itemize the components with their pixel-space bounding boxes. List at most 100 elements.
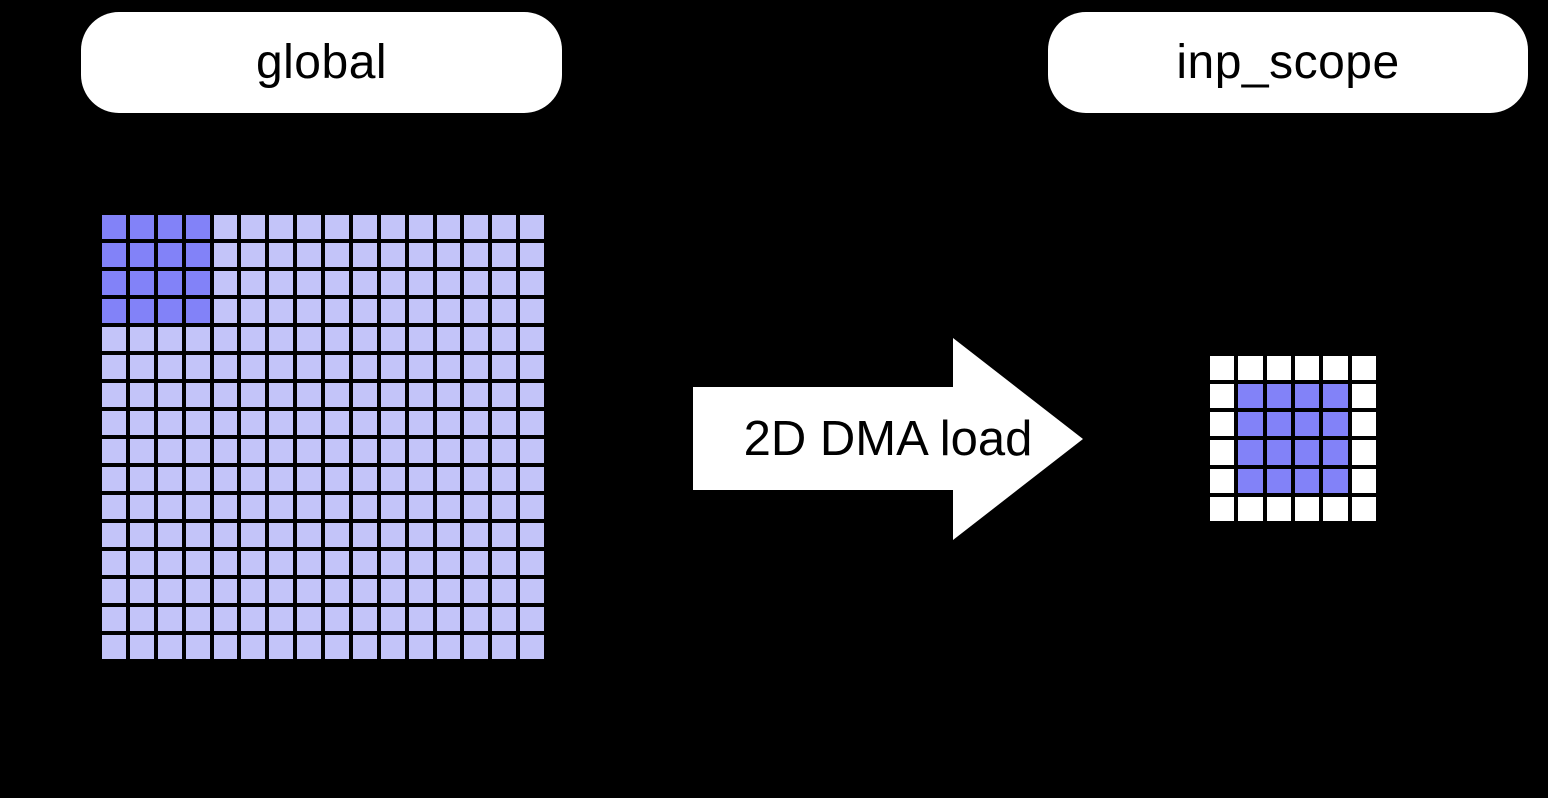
memory-cell [269, 551, 294, 575]
memory-cell [380, 495, 405, 519]
memory-cell [102, 439, 126, 463]
memory-cell [269, 523, 294, 547]
inp-scope-grid [1210, 356, 1376, 521]
global-scope-pill: global [81, 12, 562, 113]
memory-cell [408, 355, 433, 379]
memory-cell [1295, 440, 1320, 465]
memory-cell [436, 467, 461, 491]
memory-cell [1238, 468, 1263, 493]
memory-cell [241, 495, 266, 519]
memory-cell [464, 495, 489, 519]
memory-cell [325, 467, 349, 491]
memory-cell [408, 327, 433, 351]
memory-cell [157, 215, 182, 239]
memory-cell [520, 215, 544, 239]
memory-cell [157, 607, 182, 631]
memory-cell [352, 383, 377, 407]
memory-cell [213, 411, 238, 435]
memory-cell [492, 579, 517, 603]
memory-cell [325, 439, 349, 463]
memory-cell [325, 551, 349, 575]
memory-cell [297, 579, 321, 603]
memory-cell [185, 607, 210, 631]
memory-cell [297, 551, 321, 575]
memory-cell [436, 299, 461, 323]
memory-cell [213, 243, 238, 267]
memory-cell [185, 551, 210, 575]
memory-cell [520, 271, 544, 295]
memory-cell [213, 355, 238, 379]
memory-cell [436, 271, 461, 295]
memory-cell [1266, 496, 1291, 521]
memory-cell [492, 215, 517, 239]
memory-cell [129, 439, 154, 463]
memory-cell [241, 271, 266, 295]
memory-cell [352, 411, 377, 435]
memory-cell [269, 299, 294, 323]
memory-cell [241, 299, 266, 323]
memory-cell [1351, 440, 1376, 465]
memory-cell [520, 523, 544, 547]
memory-cell [129, 495, 154, 519]
memory-cell [492, 439, 517, 463]
memory-cell [352, 355, 377, 379]
memory-cell [408, 383, 433, 407]
memory-cell [241, 551, 266, 575]
memory-cell [241, 243, 266, 267]
memory-cell [213, 467, 238, 491]
memory-cell [157, 411, 182, 435]
memory-cell [269, 467, 294, 491]
memory-cell [1238, 440, 1263, 465]
memory-cell [241, 215, 266, 239]
memory-cell [269, 327, 294, 351]
memory-cell [129, 551, 154, 575]
memory-cell [241, 383, 266, 407]
memory-cell [520, 551, 544, 575]
memory-cell [157, 467, 182, 491]
memory-cell [464, 439, 489, 463]
memory-cell [157, 579, 182, 603]
memory-cell [464, 523, 489, 547]
memory-cell [408, 271, 433, 295]
memory-cell [352, 271, 377, 295]
memory-cell [1210, 440, 1235, 465]
memory-cell [241, 467, 266, 491]
memory-cell [352, 439, 377, 463]
memory-cell [185, 495, 210, 519]
memory-cell [325, 243, 349, 267]
memory-cell [185, 579, 210, 603]
memory-cell [102, 355, 126, 379]
memory-cell [380, 607, 405, 631]
memory-cell [352, 467, 377, 491]
memory-cell [297, 439, 321, 463]
memory-cell [520, 355, 544, 379]
memory-cell [380, 579, 405, 603]
memory-cell [1210, 496, 1235, 521]
memory-cell [241, 355, 266, 379]
memory-cell [102, 215, 126, 239]
memory-cell [1238, 496, 1263, 521]
memory-cell [185, 271, 210, 295]
memory-cell [129, 215, 154, 239]
memory-cell [129, 411, 154, 435]
memory-cell [464, 551, 489, 575]
memory-cell [492, 383, 517, 407]
memory-cell [1295, 496, 1320, 521]
memory-cell [1323, 384, 1348, 409]
memory-cell [352, 495, 377, 519]
memory-cell [102, 523, 126, 547]
memory-cell [464, 467, 489, 491]
memory-cell [352, 299, 377, 323]
memory-cell [241, 635, 266, 659]
memory-cell [269, 495, 294, 519]
inp-scope-pill: inp_scope [1048, 12, 1528, 113]
memory-cell [408, 243, 433, 267]
memory-cell [352, 607, 377, 631]
memory-cell [352, 243, 377, 267]
memory-cell [129, 467, 154, 491]
memory-cell [436, 383, 461, 407]
memory-cell [380, 439, 405, 463]
memory-cell [520, 439, 544, 463]
memory-cell [157, 635, 182, 659]
